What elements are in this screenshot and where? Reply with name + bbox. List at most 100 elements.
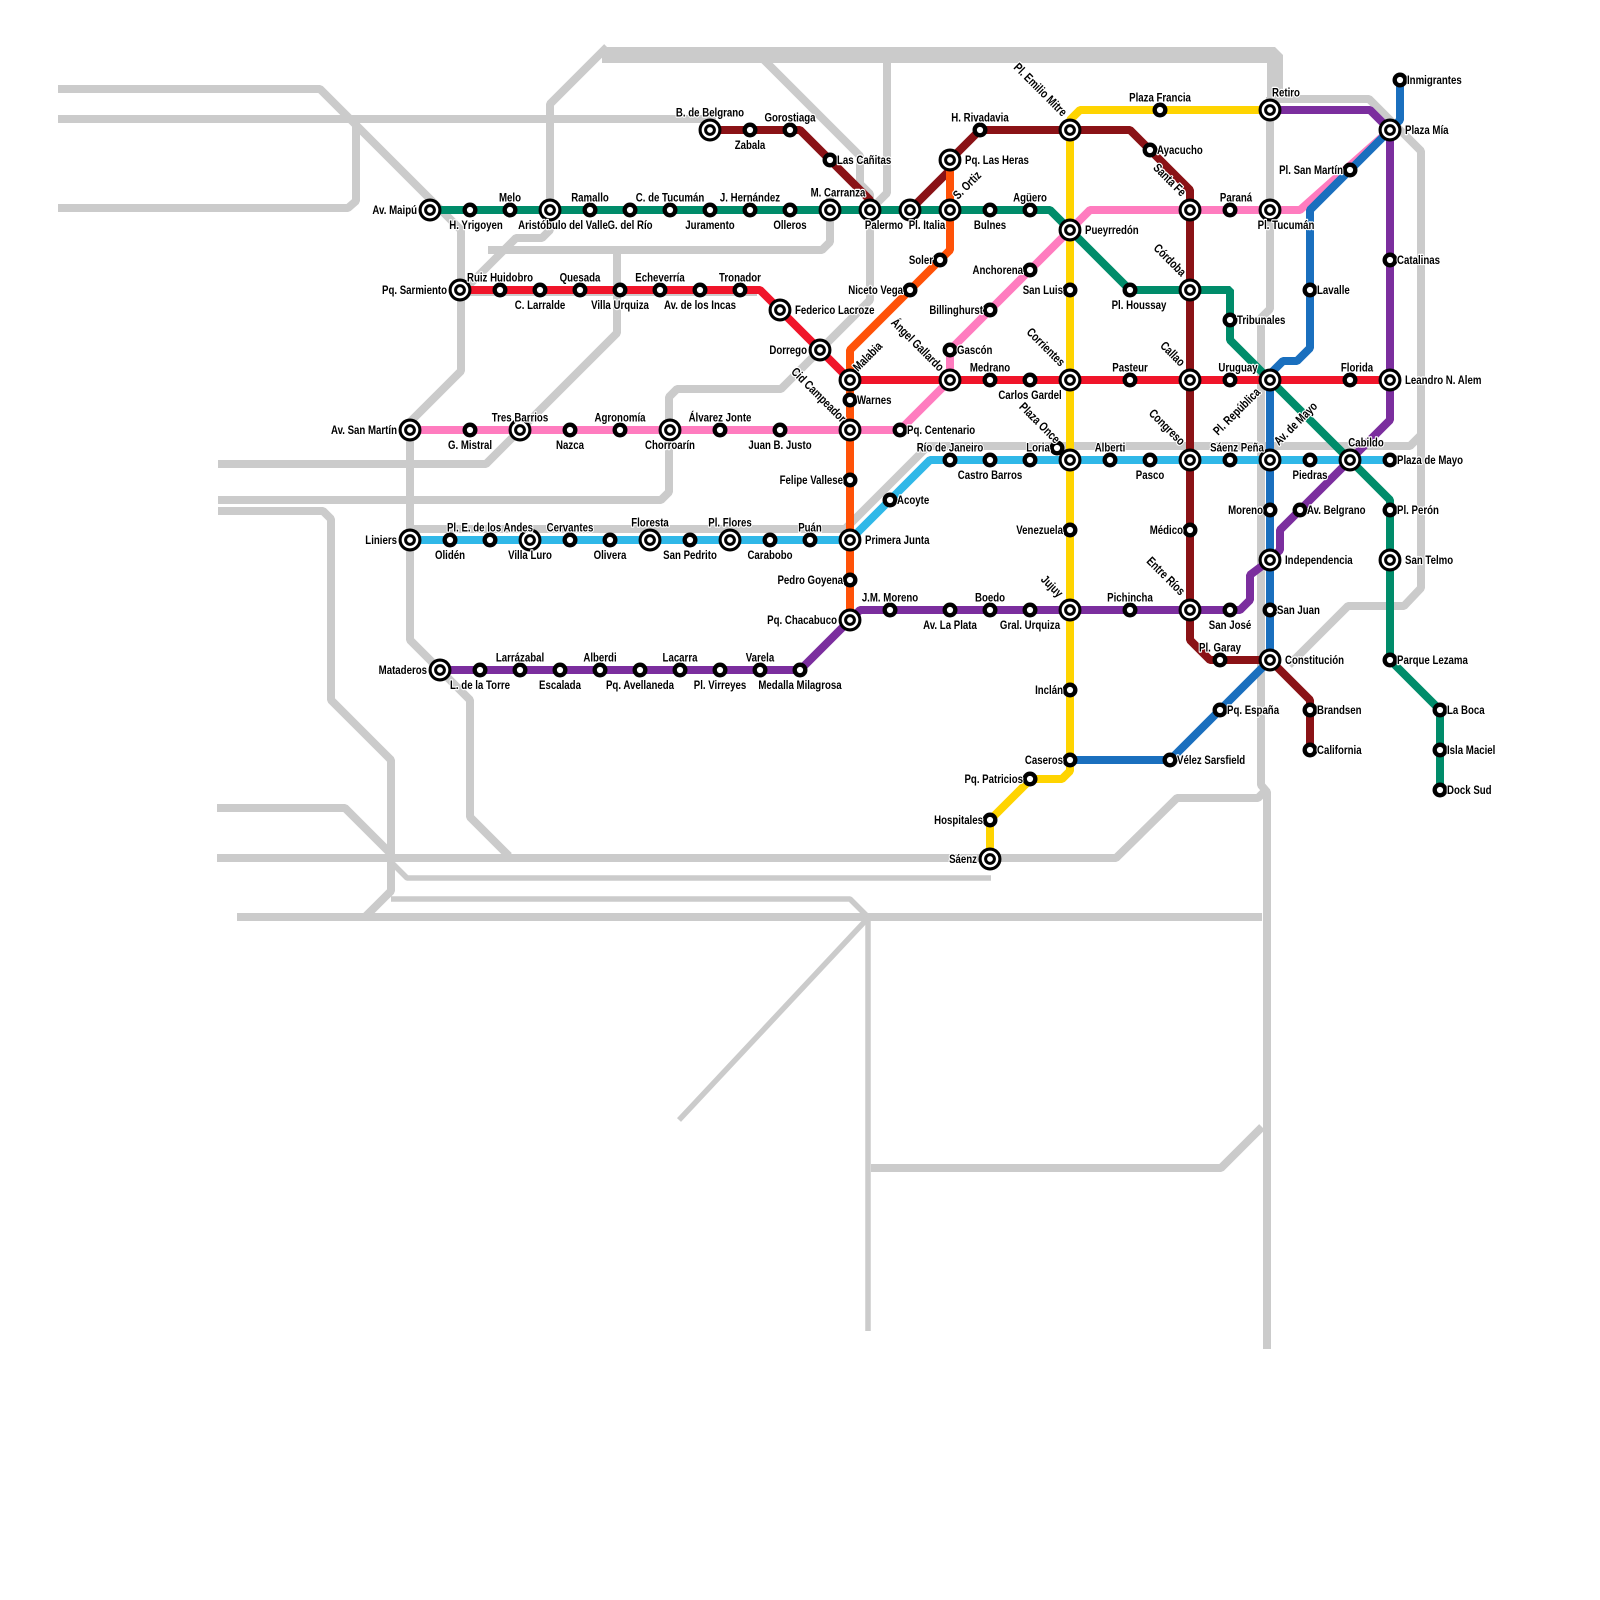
svg-text:Medrano: Medrano [970,361,1010,374]
svg-text:Gral. Urquiza: Gral. Urquiza [1000,619,1061,632]
svg-text:San Luis: San Luis [1023,284,1063,297]
svg-text:Federico Lacroze: Federico Lacroze [795,304,874,317]
svg-text:Retiro: Retiro [1272,86,1300,99]
svg-text:San Pedrito: San Pedrito [663,549,717,562]
svg-text:G. del Río: G. del Río [607,219,652,232]
svg-text:Moreno: Moreno [1228,504,1263,517]
svg-text:Melo: Melo [499,191,521,204]
svg-text:Loria: Loria [1026,441,1050,454]
svg-text:Tronador: Tronador [719,271,761,284]
svg-text:Paraná: Paraná [1220,191,1253,204]
svg-text:Aristóbulo del Valle: Aristóbulo del Valle [518,219,608,232]
svg-text:Anchorena: Anchorena [973,264,1024,277]
svg-text:Lavalle: Lavalle [1317,284,1350,297]
svg-text:Inclán: Inclán [1035,684,1063,697]
svg-text:Floresta: Floresta [631,516,669,529]
svg-text:L. de la Torre: L. de la Torre [450,679,510,692]
svg-text:Álvarez Jonte: Álvarez Jonte [689,410,752,424]
svg-text:Palermo: Palermo [865,219,903,232]
svg-text:H. Yrigoyen: H. Yrigoyen [449,219,503,232]
svg-text:Carlos Gardel: Carlos Gardel [998,389,1061,402]
svg-text:C. Larralde: C. Larralde [515,299,565,312]
svg-text:Larrázabal: Larrázabal [496,651,544,664]
svg-text:Alberdi: Alberdi [583,651,616,664]
svg-text:Medalla Milagrosa: Medalla Milagrosa [758,679,842,692]
svg-text:Gascón: Gascón [957,344,993,357]
svg-text:Tres Barrios: Tres Barrios [492,411,548,424]
svg-text:Ayacucho: Ayacucho [1157,144,1203,157]
svg-text:Billinghurst: Billinghurst [929,304,983,317]
svg-text:J. Hernández: J. Hernández [720,191,781,204]
svg-text:Bulnes: Bulnes [974,219,1006,232]
svg-text:Ruiz Huidobro: Ruiz Huidobro [467,271,533,284]
svg-text:Pl. Garay: Pl. Garay [1199,641,1242,654]
svg-text:Carabobo: Carabobo [747,549,792,562]
svg-text:M. Carranza: M. Carranza [811,186,866,199]
svg-text:Catalinas: Catalinas [1397,254,1440,267]
svg-text:Acoyte: Acoyte [897,494,929,507]
svg-text:Sáenz Peña: Sáenz Peña [1210,441,1264,454]
svg-text:Pq. Sarmiento: Pq. Sarmiento [382,284,447,297]
svg-text:Brandsen: Brandsen [1317,704,1362,717]
svg-text:Dock Sud: Dock Sud [1447,784,1492,797]
svg-text:Chorroarín: Chorroarín [645,439,695,452]
svg-text:G. Mistral: G. Mistral [448,439,492,452]
svg-text:Warnes: Warnes [857,394,892,407]
svg-text:H. Rivadavia: H. Rivadavia [951,111,1009,124]
svg-text:Villa Urquiza: Villa Urquiza [591,299,650,312]
svg-text:San Telmo: San Telmo [1405,554,1453,567]
svg-text:Plaza Mía: Plaza Mía [1405,124,1449,137]
svg-text:Escalada: Escalada [539,679,582,692]
svg-text:Pl. San Martín: Pl. San Martín [1279,164,1343,177]
svg-text:Villa Luro: Villa Luro [508,549,552,562]
svg-text:Pq. Avellaneda: Pq. Avellaneda [606,679,675,692]
svg-text:Plaza Francia: Plaza Francia [1129,91,1191,104]
svg-text:Pq. Patricios: Pq. Patricios [964,773,1023,786]
svg-text:Parque Lezama: Parque Lezama [1397,654,1469,667]
svg-text:La Boca: La Boca [1447,704,1485,717]
svg-text:Pl. Perón: Pl. Perón [1397,504,1439,517]
svg-text:Sáenz: Sáenz [949,853,977,866]
svg-text:San José: San José [1209,619,1251,632]
svg-text:Liniers: Liniers [365,534,397,547]
svg-text:Tribunales: Tribunales [1237,314,1285,327]
svg-text:Pedro Goyena: Pedro Goyena [777,574,843,587]
svg-text:Vélez Sarsfield: Vélez Sarsfield [1177,754,1245,767]
svg-text:Av. Maipú: Av. Maipú [372,204,417,217]
svg-text:Juan B. Justo: Juan B. Justo [748,439,812,452]
svg-text:Plaza de Mayo: Plaza de Mayo [1397,454,1463,467]
svg-text:Varela: Varela [746,651,775,664]
svg-text:Av. San Martín: Av. San Martín [331,424,397,437]
svg-text:Olidén: Olidén [435,549,465,562]
svg-text:Echeverría: Echeverría [635,271,685,284]
svg-text:Pueyrredón: Pueyrredón [1085,224,1139,237]
svg-text:Isla Maciel: Isla Maciel [1447,744,1495,757]
svg-text:Pl. Flores: Pl. Flores [708,516,752,529]
svg-text:Av. de los Incas: Av. de los Incas [664,299,736,312]
svg-text:Puán: Puán [798,521,822,534]
svg-text:Pl. Virreyes: Pl. Virreyes [694,679,746,692]
svg-text:Piedras: Piedras [1293,469,1328,482]
svg-text:Venezuela: Venezuela [1016,524,1063,537]
svg-text:Dorrego: Dorrego [769,344,807,357]
svg-text:Constitución: Constitución [1285,654,1344,667]
svg-text:Pq. Las Heras: Pq. Las Heras [965,154,1029,167]
svg-text:Mataderos: Mataderos [379,664,427,677]
svg-text:Nazca: Nazca [556,439,585,452]
svg-text:Juramento: Juramento [685,219,735,232]
svg-text:Gorostiaga: Gorostiaga [764,111,816,124]
svg-text:Caseros: Caseros [1025,754,1063,767]
svg-text:Primera Junta: Primera Junta [865,534,930,547]
svg-text:Inmigrantes: Inmigrantes [1407,74,1462,87]
svg-text:Agronomía: Agronomía [594,411,646,424]
svg-text:California: California [1317,744,1362,757]
svg-text:Olivera: Olivera [594,549,627,562]
svg-text:Pl. Tucumán: Pl. Tucumán [1258,219,1315,232]
svg-text:Av. Belgrano: Av. Belgrano [1307,504,1366,517]
svg-text:Ramallo: Ramallo [571,191,609,204]
svg-text:Pl. Italia: Pl. Italia [909,219,946,232]
svg-text:Niceto Vega: Niceto Vega [848,284,903,297]
svg-text:Leandro N. Alem: Leandro N. Alem [1405,374,1482,387]
svg-text:Pq. España: Pq. España [1227,704,1280,717]
svg-text:Felipe Vallese: Felipe Vallese [780,474,843,487]
